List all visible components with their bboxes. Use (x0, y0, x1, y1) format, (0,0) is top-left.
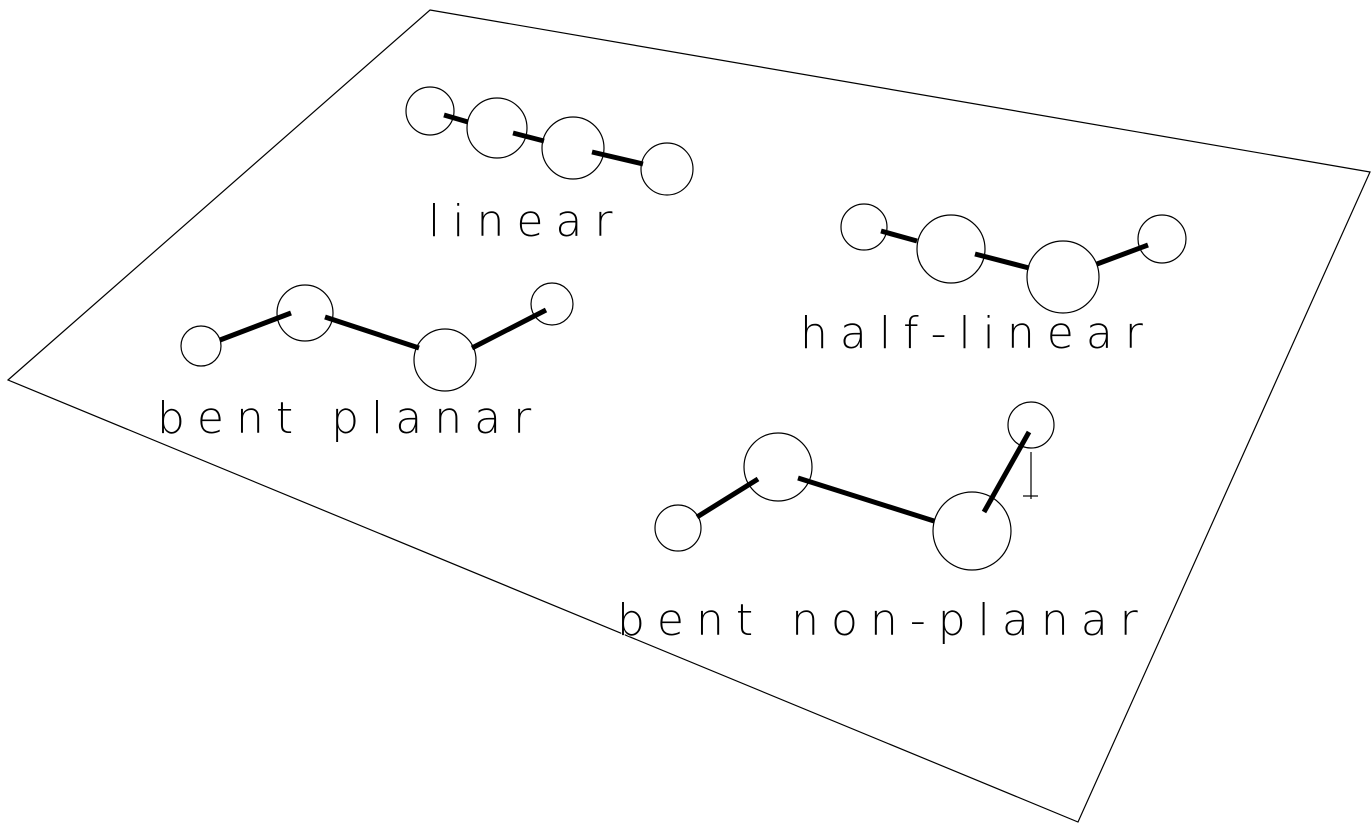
atom-linear-3 (541, 116, 605, 180)
molecule-linear (405, 86, 694, 196)
atom-half-linear-3 (1026, 240, 1100, 314)
bond-bent-non-planar-3 (981, 430, 1032, 514)
molecule-bent-planar (180, 282, 574, 392)
bond-half-linear-3 (1096, 242, 1149, 267)
molecule-half-linear (840, 203, 1187, 314)
atom-half-linear-2 (916, 214, 986, 284)
atom-linear-4 (640, 142, 694, 196)
atom-half-linear-1 (840, 203, 888, 251)
atom-bent-planar-3 (413, 328, 477, 392)
label-linear: linear (428, 196, 624, 247)
label-bent-non-planar: bent non-planar (617, 595, 1150, 646)
atom-bent-non-planar-2 (743, 432, 813, 502)
atom-bent-non-planar-3 (932, 491, 1012, 571)
atom-bent-planar-2 (276, 284, 334, 342)
plane-outline (6, 9, 1371, 823)
bond-half-linear-1 (880, 228, 918, 244)
bond-linear-1 (443, 112, 469, 125)
atom-bent-non-planar-4 (1007, 401, 1055, 449)
atom-bent-planar-1 (180, 325, 222, 367)
bond-linear-2 (512, 130, 545, 144)
bond-bent-planar-3 (470, 307, 548, 351)
bond-bent-non-planar-1 (695, 476, 760, 520)
bond-half-linear-2 (974, 251, 1030, 271)
bond-bent-planar-2 (324, 314, 420, 351)
bond-bent-planar-1 (219, 310, 292, 343)
atom-half-linear-4 (1137, 214, 1187, 264)
bond-linear-3 (591, 149, 644, 167)
bond-bent-non-planar-2 (797, 475, 935, 524)
atom-linear-2 (466, 97, 528, 159)
atom-linear-1 (405, 86, 455, 136)
molecule-bent-non-planar (654, 401, 1055, 571)
atom-bent-planar-4 (530, 282, 574, 326)
label-half-linear: half-linear (800, 308, 1155, 359)
label-bent-planar: bent planar (157, 393, 543, 444)
atom-bent-non-planar-1 (654, 504, 702, 552)
